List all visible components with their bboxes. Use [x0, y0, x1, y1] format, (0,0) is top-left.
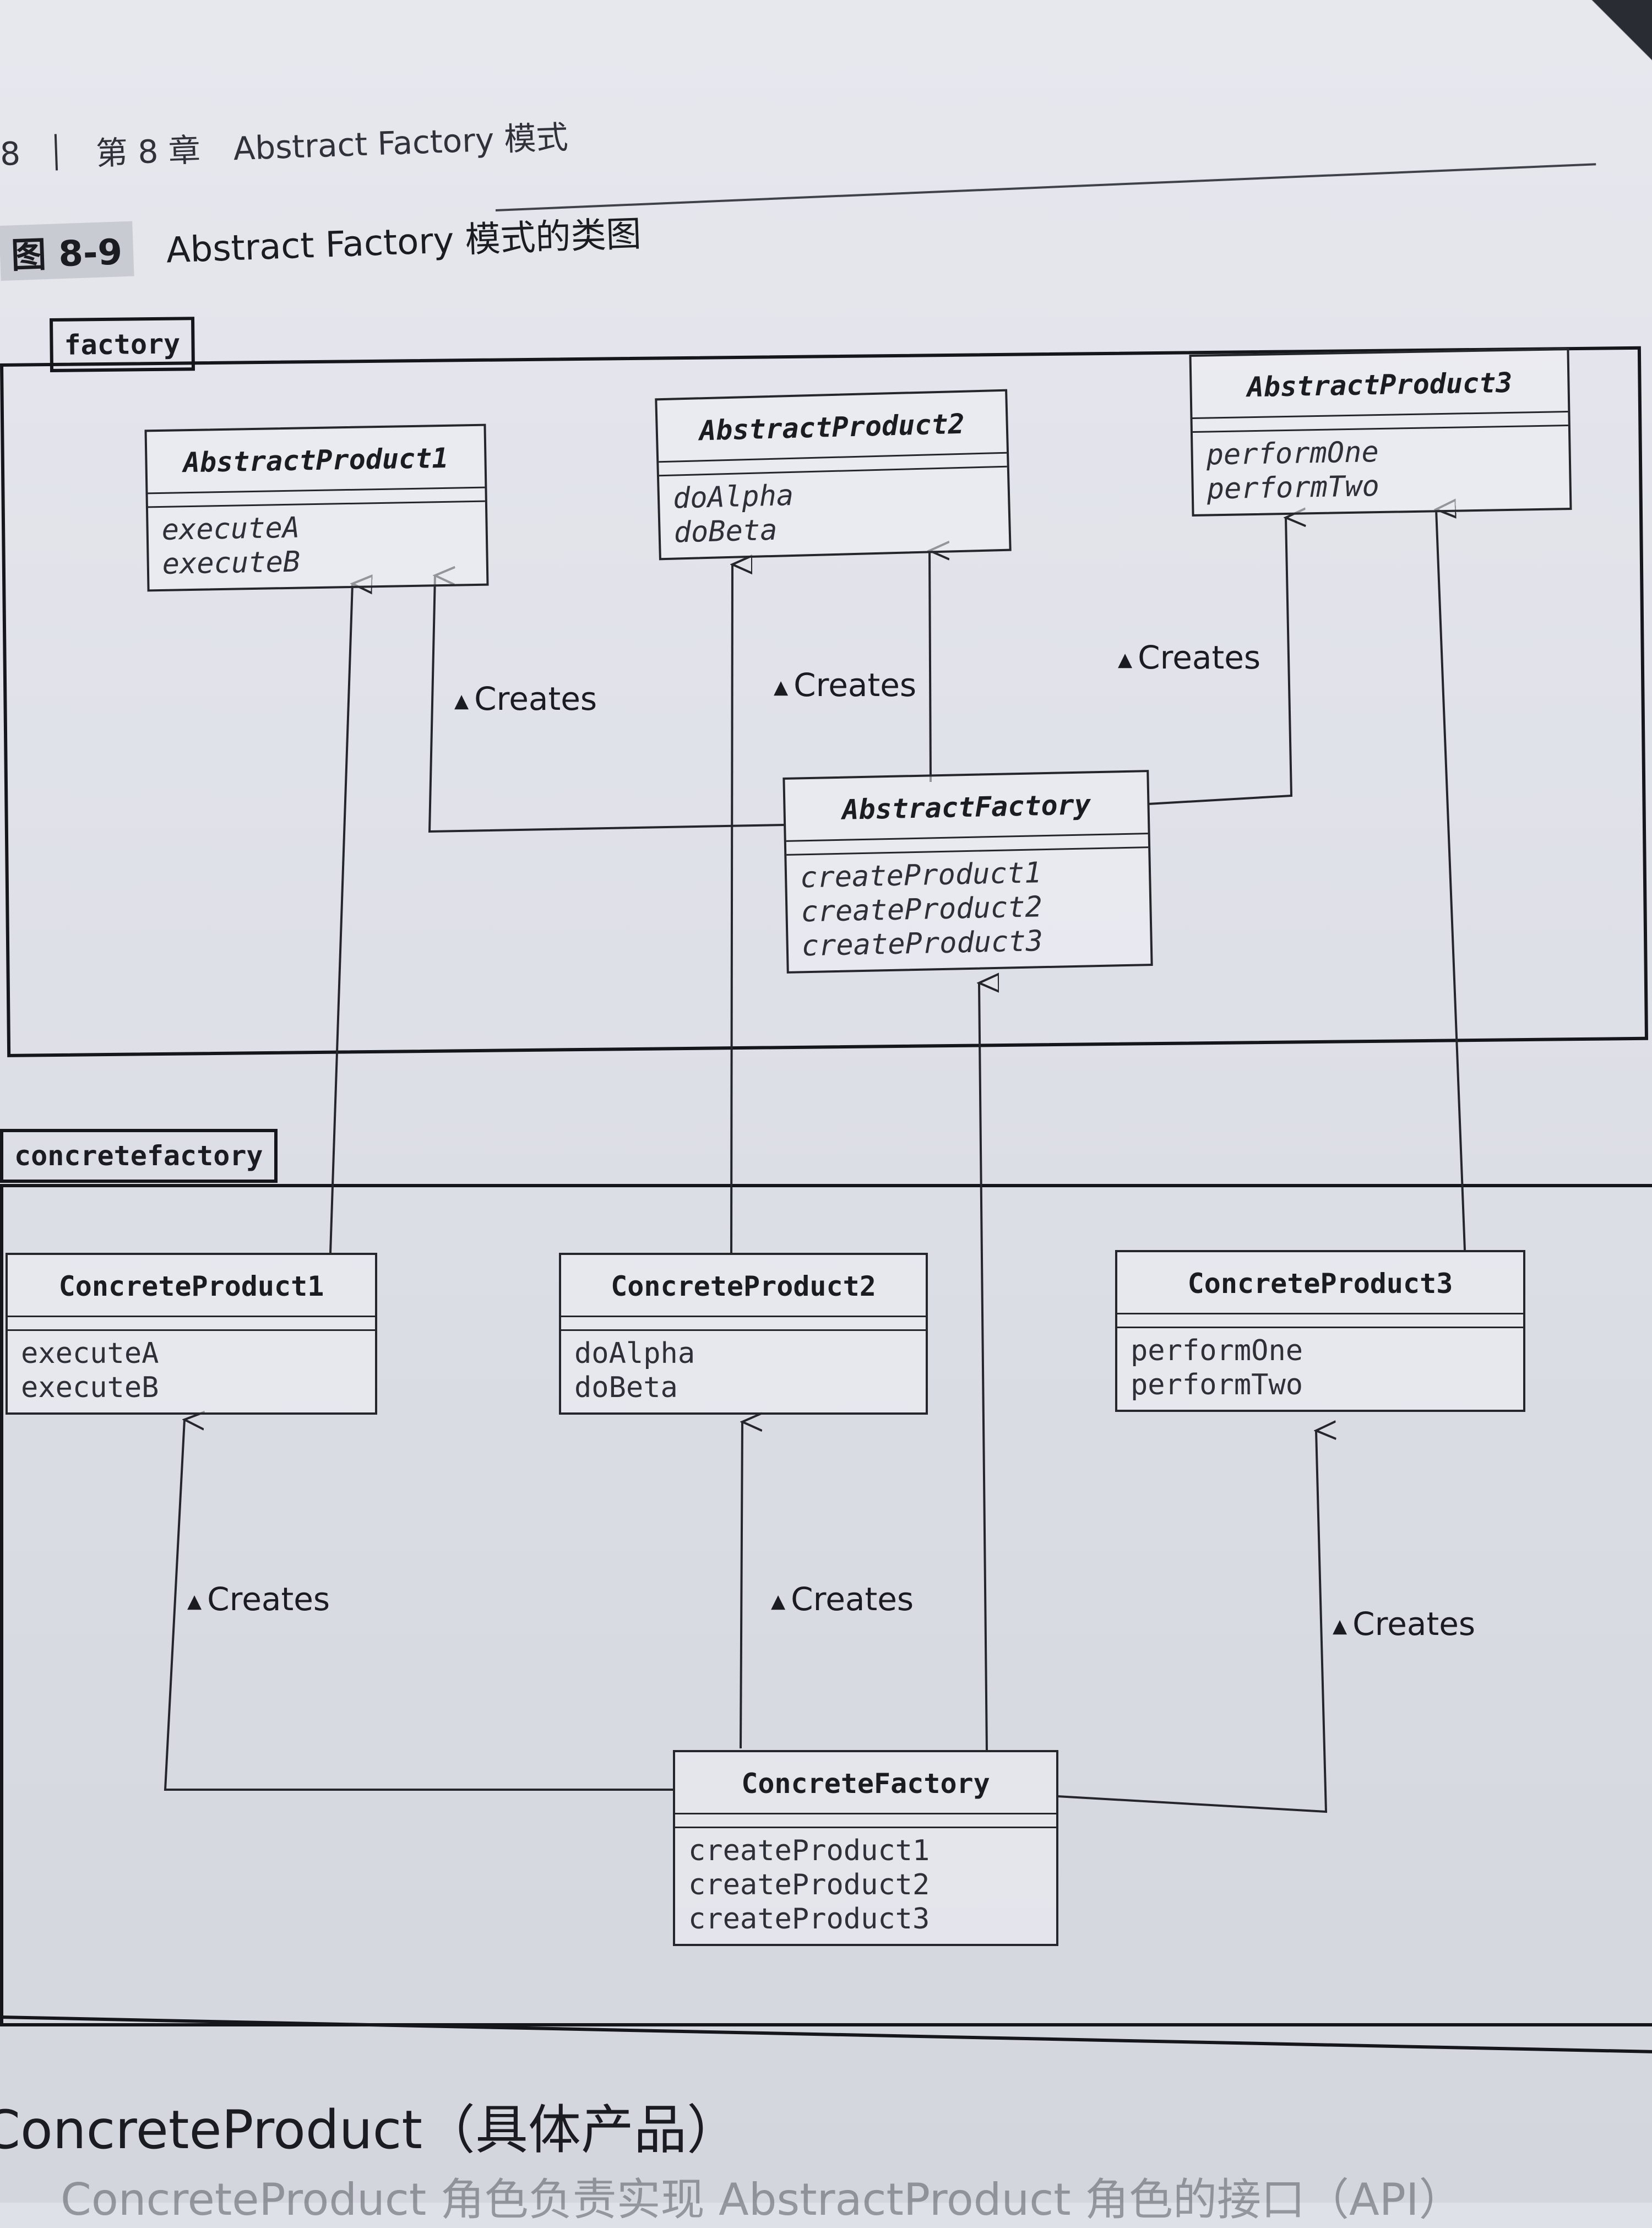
operation: createProduct2	[688, 1868, 930, 1901]
operations-compartment: createProduct1 createProduct2 createProd…	[786, 848, 1150, 971]
class-abstract-product1: AbstractProduct1 executeA executeB	[144, 423, 489, 592]
creates-label-concrete3: ▲Creates	[1333, 1605, 1476, 1643]
creates-label-abstract2: ▲Creates	[774, 666, 917, 704]
photo-dark-corner	[1586, 0, 1652, 66]
direction-triangle-icon: ▲	[774, 676, 789, 698]
creates-label-abstract1: ▲Creates	[454, 680, 597, 718]
class-abstract-product2: AbstractProduct2 doAlpha doBeta	[655, 389, 1012, 561]
operation: createProduct3	[801, 925, 1044, 963]
class-name: AbstractFactory	[785, 772, 1148, 842]
operation: doBeta	[574, 1371, 678, 1404]
direction-triangle-icon: ▲	[1333, 1615, 1347, 1637]
section-heading: ConcreteProduct（具体产品）	[0, 2099, 740, 2161]
class-name: AbstractProduct2	[657, 391, 1007, 463]
operation: performOne	[1131, 1334, 1303, 1367]
creates-line-abstract2	[930, 551, 931, 782]
attributes-compartment	[561, 1317, 926, 1331]
inherit-line-product2	[731, 564, 732, 1253]
operation: executeB	[21, 1371, 159, 1404]
operations-compartment: executeA executeB	[8, 1331, 375, 1412]
operations-compartment: doAlpha doBeta	[561, 1331, 926, 1412]
operation: doAlpha	[574, 1337, 695, 1370]
direction-triangle-icon: ▲	[187, 1590, 202, 1612]
class-name: ConcreteProduct2	[561, 1255, 926, 1317]
attributes-compartment	[675, 1814, 1056, 1828]
direction-triangle-icon: ▲	[771, 1590, 786, 1612]
operation: performTwo	[1131, 1368, 1303, 1401]
operation: executeB	[162, 545, 301, 581]
operation: performOne	[1206, 436, 1379, 472]
class-concrete-factory: ConcreteFactory createProduct1 createPro…	[673, 1750, 1058, 1946]
inherit-line-product3	[1436, 509, 1466, 1251]
operations-compartment: createProduct1 createProduct2 createProd…	[675, 1828, 1056, 1944]
class-concrete-product3: ConcreteProduct3 performOne performTwo	[1115, 1250, 1525, 1412]
class-concrete-product1: ConcreteProduct1 executeA executeB	[6, 1253, 377, 1415]
operations-compartment: doAlpha doBeta	[659, 468, 1009, 558]
direction-triangle-icon: ▲	[1118, 648, 1133, 671]
attributes-compartment	[8, 1317, 375, 1331]
creates-line-abstract1	[428, 575, 785, 833]
creates-line-concrete2	[740, 1422, 742, 1749]
class-name: ConcreteFactory	[675, 1752, 1056, 1814]
operations-compartment: executeA executeB	[148, 502, 486, 590]
creates-line-concrete3	[1057, 1431, 1326, 1813]
class-concrete-product2: ConcreteProduct2 doAlpha doBeta	[559, 1253, 928, 1415]
operation: createProduct1	[688, 1834, 930, 1867]
operation: createProduct3	[688, 1903, 930, 1936]
creates-label-concrete1: ▲Creates	[187, 1580, 330, 1618]
creates-line-concrete1	[164, 1420, 675, 1791]
operations-compartment: performOne performTwo	[1193, 426, 1569, 514]
inherit-line-product1	[329, 584, 352, 1253]
creates-label-concrete2: ▲Creates	[771, 1580, 914, 1618]
operation: performTwo	[1207, 470, 1380, 506]
direction-triangle-icon: ▲	[454, 689, 469, 712]
concretefactory-package	[0, 1184, 1652, 2026]
creates-label-abstract3: ▲Creates	[1118, 639, 1261, 676]
class-name: AbstractProduct3	[1191, 350, 1568, 419]
class-abstract-factory: AbstractFactory createProduct1 createPro…	[782, 770, 1153, 974]
class-name: AbstractProduct1	[146, 426, 485, 494]
operation: executeA	[21, 1337, 159, 1370]
class-name: ConcreteProduct1	[8, 1255, 375, 1317]
body-text-cut-off: ConcreteProduct 角色负责实现 AbstractProduct 角…	[61, 2174, 1463, 2225]
creates-line-abstract3	[1148, 518, 1291, 805]
class-name: ConcreteProduct3	[1117, 1252, 1523, 1314]
concretefactory-package-tab: concretefactory	[0, 1129, 278, 1183]
operation: executeA	[161, 511, 300, 547]
operations-compartment: performOne performTwo	[1117, 1328, 1523, 1410]
class-abstract-product3: AbstractProduct3 performOne performTwo	[1189, 348, 1572, 517]
attributes-compartment	[1117, 1314, 1523, 1328]
inherit-line-factory	[979, 983, 987, 1752]
